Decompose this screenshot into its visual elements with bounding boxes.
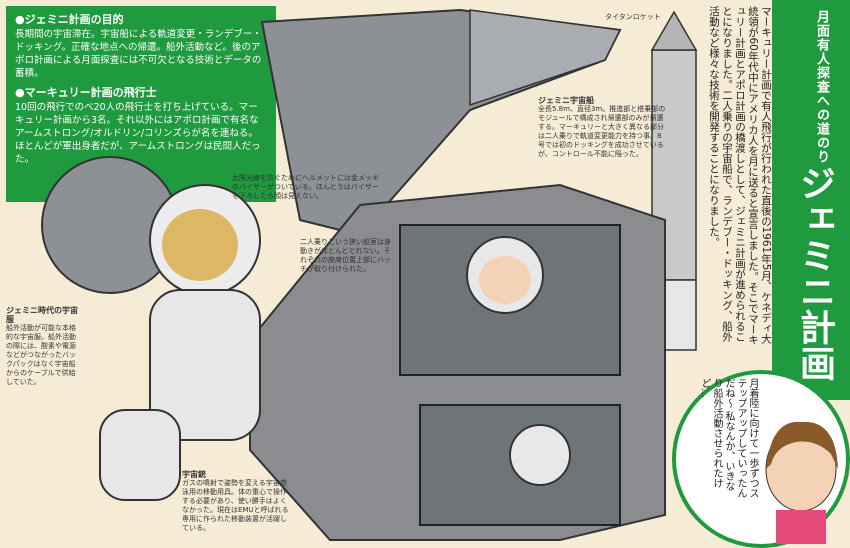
suit-title: ジェミニ時代の宇宙服 <box>6 306 78 324</box>
ship-annotation: ジェミニ宇宙船 全長5.8m、直径3m。推進部と搭乗部のモジュールで構成され帰還… <box>538 96 668 159</box>
ship-text: 全長5.8m、直径3m。推進部と搭乗部のモジュールで構成され帰還部のみが帰還する… <box>538 105 666 158</box>
gun-title: 宇宙銃 <box>182 470 206 479</box>
page-title: ジェミニ計画 <box>794 165 835 381</box>
page-subtitle: 月面有人探査への道のり <box>814 10 829 164</box>
astronaut-eva-illustration <box>99 184 261 501</box>
character-speech: 月着陸に向けて一歩ずつステップアップしていったんだね〜 私なんか、いきなり船外活… <box>699 378 758 498</box>
capsule-top-illustration <box>260 8 622 237</box>
character-illustration <box>765 421 838 544</box>
main-text: マーキュリー計画で有人飛行が行われた直後の1961年5月、ケネディ大統領が60年… <box>708 6 772 345</box>
gun-annotation: 宇宙銃 ガスの噴射で姿勢を変える宇宙遊泳用の移動用具。体の重心で操作する必要があ… <box>182 470 292 533</box>
suit-annotation: ジェミニ時代の宇宙服 船外活動が可能な本格的な宇宙服。船外活動の際には、酸素や電… <box>6 306 81 387</box>
crew-text: 10回の飛行でのべ20人の飛行士を打ち上げている。マーキュリー計画から3名。それ… <box>15 102 261 165</box>
visor-text: 太陽光線を防ぐためにヘルメットには金メッキのバイザーがついている。ほんとうはバイ… <box>232 174 379 200</box>
ship-title: ジェミニ宇宙船 <box>538 96 594 105</box>
hatch-text: 二人乗りという狭い船室は身動きがほとんどとれない。それぞれの座席位置上部にハッチ… <box>300 238 391 273</box>
gun-text: ガスの噴射で姿勢を変える宇宙遊泳用の移動用具。体の重心で操作する必要があり、使い… <box>182 479 289 532</box>
crew-heading: ●マーキュリー計画の飛行士 <box>15 86 157 99</box>
title-bar <box>772 0 850 400</box>
titan-label: タイタンロケット <box>605 13 661 21</box>
goal-text: 長期間の宇宙滞在。宇宙船による軌道変更・ランデブー・ドッキング。正確な地点への帰… <box>15 29 262 79</box>
suit-text: 船外活動が可能な本格的な宇宙服。船外活動の際には、酸素や電源などがつながったバッ… <box>6 324 76 386</box>
goal-heading: ●ジェミニ計画の目的 <box>15 13 124 26</box>
astronaut-cockpit-illustration <box>466 236 571 486</box>
